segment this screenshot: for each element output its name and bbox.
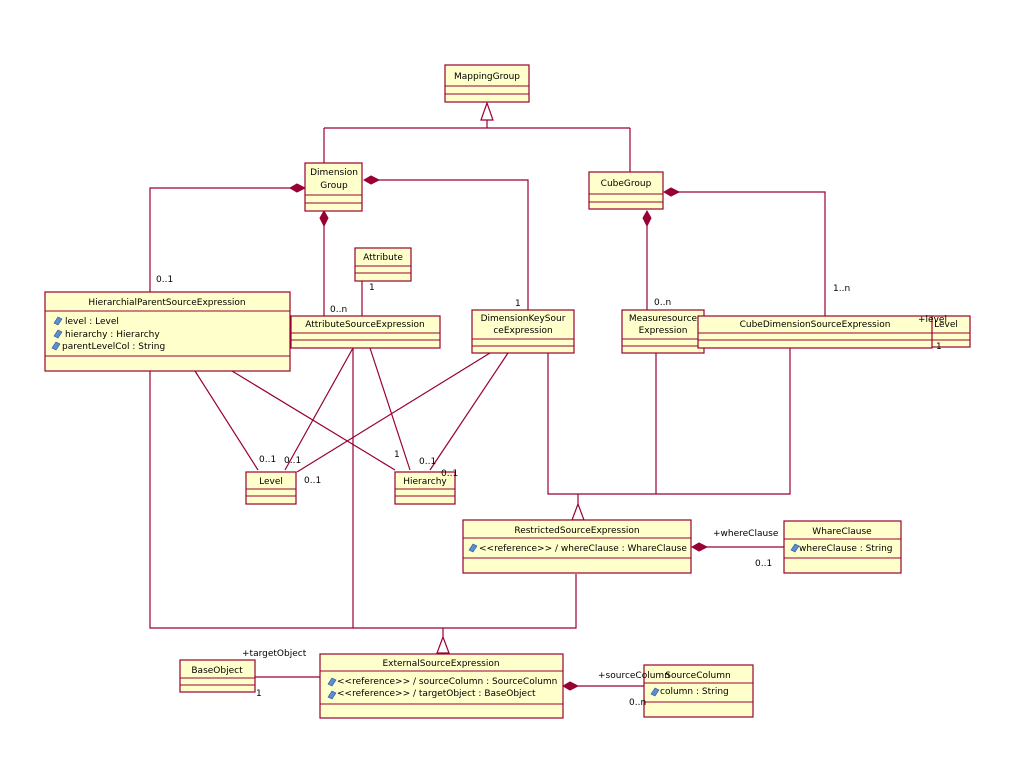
class-restrictedsourceexpression[interactable]: RestrictedSourceExpression <<reference>>…: [462, 519, 692, 574]
class-hierarchy[interactable]: Hierarchy: [394, 471, 456, 505]
mult-hierarchy-1: 1: [394, 450, 400, 460]
mult-measure: 0..n: [654, 298, 671, 308]
assoc-cubegroup-cubedim: [678, 191, 826, 316]
class-cubedimensionsourceexpression[interactable]: CubeDimensionSourceExpression: [697, 315, 933, 349]
class-name-line1: Measuresource: [629, 314, 698, 324]
assoc-dimgroup-hierparent: [149, 187, 300, 292]
role-sourcecolumn: +sourceColumn: [598, 671, 670, 681]
attribute-targetobject: <<reference>> / targetObject : BaseObjec…: [337, 689, 536, 699]
generalization-mappinggroup: [323, 120, 631, 172]
attribute-icon: [53, 329, 63, 339]
assoc-dimgroup-dimkey: [378, 179, 529, 310]
attribute-hierarchy: hierarchy : Hierarchy: [65, 330, 160, 340]
class-mappinggroup[interactable]: MappingGroup: [444, 64, 530, 103]
mult-attrsource: 0..n: [330, 305, 347, 315]
class-dimensionkeysourceexpression[interactable]: DimensionKeySour ceExpression: [471, 309, 575, 354]
mult-sourcecolumn: 0..n: [629, 698, 646, 708]
attribute-whereclause: <<reference>> / whereClause : WhareClaus…: [479, 544, 687, 554]
class-name: Level: [259, 477, 283, 487]
class-name: RestrictedSourceExpression: [514, 526, 639, 536]
class-baseobject[interactable]: BaseObject: [179, 659, 256, 693]
attribute-icon: [51, 341, 61, 351]
class-name: AttributeSourceExpression: [305, 320, 425, 330]
attribute-icon: [327, 677, 337, 687]
mult-attribute: 1: [369, 283, 375, 293]
class-name: CubeGroup: [601, 179, 652, 189]
mult-dimkey: 1: [515, 299, 521, 309]
mult-cubedim: 1..n: [833, 284, 850, 294]
class-whareclause[interactable]: WhareClause whereClause : String: [783, 520, 902, 574]
class-name-line2: ceExpression: [493, 326, 552, 336]
composition-diamond-sourcecolumn: [561, 681, 580, 691]
mult-level-right: 1: [936, 342, 942, 352]
class-name: MappingGroup: [454, 72, 520, 82]
assoc-as-hierarchy: [369, 347, 411, 471]
class-name: WhareClause: [812, 527, 872, 537]
assoc-dk-hierarchy: [429, 352, 509, 471]
role-targetobject: +targetObject: [242, 649, 307, 659]
mult-whereclause: 0..1: [755, 559, 772, 569]
attribute-icon: [468, 543, 478, 553]
attribute-whereclause-string: whereClause : String: [799, 544, 893, 554]
class-externalsourceexpression[interactable]: ExternalSourceExpression <<reference>> /…: [319, 653, 564, 719]
class-name-line1: Dimension: [310, 168, 358, 178]
connectors: [149, 120, 932, 687]
mult-hierparent: 0..1: [156, 275, 173, 285]
assoc-hp-hierarchy: [231, 370, 396, 471]
composition-diamond-where: [690, 542, 709, 552]
class-measuresourceexpression[interactable]: Measuresource Expression: [621, 309, 705, 354]
assoc-as-level: [284, 347, 354, 471]
generalization-external: [149, 348, 577, 637]
generalization-arrow-mappinggroup: [480, 101, 494, 121]
class-name-line2: Group: [320, 181, 348, 191]
attribute-icon: [790, 543, 800, 553]
generalization-restricted: [547, 348, 791, 504]
class-level[interactable]: Level: [245, 471, 297, 505]
class-dimensiongroup[interactable]: Dimension Group: [304, 162, 363, 212]
mult-hierarchy-3: 0..1: [441, 469, 458, 479]
composition-diamond-as: [319, 209, 329, 228]
attribute-icon: [327, 690, 337, 700]
attribute-icon: [53, 316, 63, 326]
attribute-parentlevelcol: parentLevelCol : String: [62, 342, 165, 352]
attribute-column: column : String: [660, 687, 729, 697]
class-level-right[interactable]: Level: [927, 315, 971, 348]
attribute-icon: [650, 687, 660, 697]
multiplicity-labels: 0..1 1 0..n 1 0..n 1..n +level 1 0..1 0.…: [156, 275, 947, 708]
composition-diamond-cd: [662, 187, 681, 197]
class-name: SourceColumn: [665, 671, 730, 681]
assoc-dk-level: [296, 352, 491, 473]
composition-diamond-ms: [642, 209, 652, 228]
class-name: HierarchialParentSourceExpression: [88, 298, 245, 308]
class-name: Attribute: [363, 253, 403, 263]
class-attributesourceexpression[interactable]: AttributeSourceExpression: [290, 315, 441, 349]
generalization-arrow-external: [436, 635, 450, 654]
role-whereclause: +whereClause: [713, 529, 779, 539]
class-sourcecolumn[interactable]: SourceColumn column : String: [643, 664, 754, 718]
composition-diamond-hp: [288, 183, 307, 193]
class-cubegroup[interactable]: CubeGroup: [588, 171, 664, 210]
class-name: Hierarchy: [403, 477, 447, 487]
attribute-level: level : Level: [65, 317, 119, 327]
class-name: ExternalSourceExpression: [382, 659, 499, 669]
mult-level-2: 0..1: [284, 456, 301, 466]
generalization-arrow-restricted: [571, 502, 585, 521]
class-name: CubeDimensionSourceExpression: [740, 320, 891, 330]
mult-hierarchy-2: 0..1: [419, 457, 436, 467]
mult-level-3: 0..1: [304, 476, 321, 486]
class-name: Level: [934, 320, 958, 330]
mult-targetobject: 1: [256, 689, 262, 699]
class-hierarchialparentsourceexpression[interactable]: HierarchialParentSourceExpression level …: [44, 291, 291, 372]
assoc-hp-level: [194, 370, 259, 471]
composition-diamond-dk: [362, 175, 381, 185]
class-name-line2: Expression: [639, 326, 688, 336]
role-level: +level: [918, 315, 947, 325]
class-name: BaseObject: [191, 666, 243, 676]
class-attribute[interactable]: Attribute: [354, 247, 412, 282]
mult-level-1: 0..1: [259, 455, 276, 465]
attribute-sourcecolumn: <<reference>> / sourceColumn : SourceCol…: [337, 677, 557, 687]
class-name-line1: DimensionKeySour: [481, 314, 566, 324]
